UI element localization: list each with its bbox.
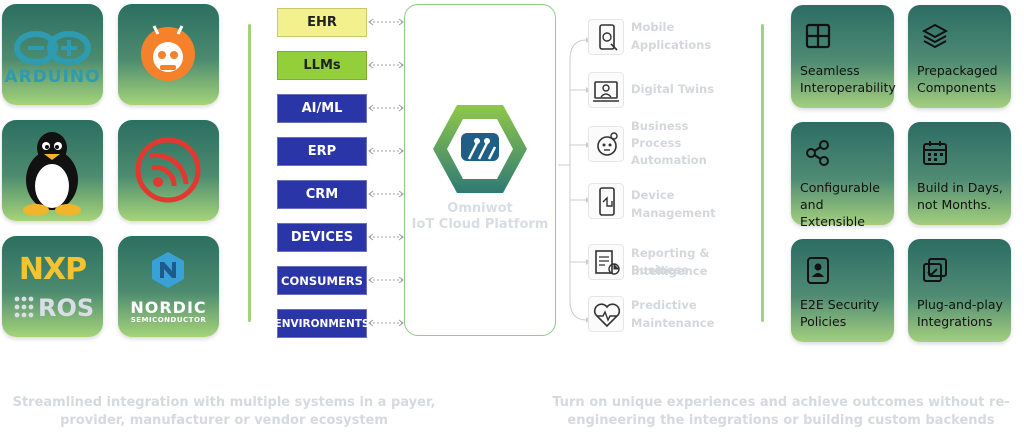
digital-twin-icon [588,72,624,108]
system-box-llms: LLMs [277,51,367,80]
nordic-logo-icon [152,252,184,288]
logo-tile-nxp-ros: NXP ROS [2,236,103,337]
feature-label-line2: Interoperability [800,80,896,95]
arduino-logo-text: ARDUINO [4,67,101,87]
service-device-line1: Device [631,188,675,202]
nordic-logo-subtext: SEMICONDUCTOR [130,316,207,324]
service-reporting-line1: Reporting & Business [631,246,710,277]
feature-tile-prepackaged: Prepackaged Components [908,5,1011,108]
system-box-environments: ENVIRONMENTS [275,309,369,338]
process-automation-icon [588,126,624,162]
system-box-crm: CRM [277,180,367,209]
system-box-aiml: AI/ML [277,94,367,123]
feature-label-line2: not Months. [917,197,992,212]
layers-icon [921,23,949,49]
feature-label-line2: Components [917,80,997,95]
service-bpa-line3: Automation [631,153,707,167]
feature-tile-interoperability: Seamless Interoperability [791,5,896,108]
plug-squares-icon [923,258,947,282]
platform-name: Omniwot [447,201,513,216]
left-caption-line1: Streamlined integration with multiple sy… [12,395,436,410]
espressif-logo-icon [135,137,201,203]
service-predictive-line2: Maintenance [631,316,715,330]
platform-panel: Omniwot IoT Cloud Platform [404,4,556,336]
system-box-consumers: CONSUMERS [277,266,367,295]
grid-icon [805,23,831,49]
feature-label-line2: Integrations [917,314,993,329]
feature-tile-plug-and-play: Plug-and-play Integrations [908,239,1011,342]
device-management-icon [588,183,624,219]
service-bpa-line2: Process [631,136,682,150]
arduino-logo-icon [14,31,91,65]
omniwot-hexagon-logo-icon [433,105,527,193]
left-divider [248,24,251,322]
feature-label-line2: Policies [800,314,847,329]
system-box-ehr: EHR [277,8,367,37]
feature-tile-configurable: Configurable and Extensible [791,122,894,229]
feature-label-line1: Plug-and-play [917,297,1003,312]
service-digital-twins: Digital Twins [631,82,715,96]
feature-tile-security: E2E Security Policies [791,239,894,342]
service-reporting-line2: Intelligence [631,264,708,278]
services-connector [558,37,590,323]
linux-tux-icon [23,132,81,216]
service-predictive-line1: Predictive [631,298,697,312]
logo-tile-nordic: NORDIC SEMICONDUCTOR [118,236,219,337]
logo-tile-platformio [118,4,219,105]
integration-arrows [368,18,404,327]
nordic-logo-text: NORDIC [130,298,207,317]
feature-label-line2: and Extensible [800,197,865,229]
service-mobile-line1: Mobile [631,20,675,34]
calendar-icon [923,141,947,165]
mobile-touch-icon [588,19,624,55]
right-caption: Turn on unique experiences and achieve o… [542,394,1020,430]
logo-tile-linux [2,120,103,221]
logo-tile-arduino: ARDUINO [2,4,103,105]
right-caption-line1: Turn on unique experiences and achieve o… [552,395,1010,410]
platformio-logo-icon [141,25,195,81]
logo-tile-espressif [118,120,219,221]
right-caption-line2: engineering the integrations or building… [567,413,995,428]
feature-label-line1: Seamless [800,63,860,78]
ros-dots-icon [14,296,34,318]
service-device-line2: Management [631,206,716,220]
nxp-logo-text: NXP [18,252,87,287]
reporting-bi-icon [588,244,624,280]
system-box-devices: DEVICES [277,223,367,252]
service-mobile-line2: Applications [631,38,712,52]
predictive-maintenance-icon [588,296,624,332]
system-box-erp: ERP [277,137,367,166]
left-caption-line2: provider, manufacturer or vendor ecosyst… [60,413,388,428]
right-divider [761,24,764,322]
feature-label-line1: Configurable [800,180,880,195]
share-icon [806,140,829,166]
feature-label-line1: Build in Days, [917,180,1003,195]
feature-tile-build-in-days: Build in Days, not Months. [908,122,1011,225]
platform-subtitle: IoT Cloud Platform [411,217,549,232]
left-caption: Streamlined integration with multiple sy… [2,394,446,430]
feature-label-line1: Prepackaged [917,63,998,78]
shield-user-icon [807,257,829,284]
ros-logo-text: ROS [38,294,95,322]
feature-label-line1: E2E Security [800,297,880,312]
service-bpa-line1: Business [631,119,689,133]
